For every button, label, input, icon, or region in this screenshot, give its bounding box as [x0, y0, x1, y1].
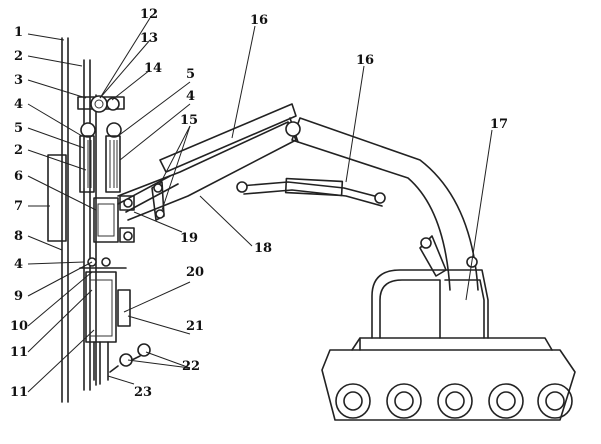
crawler-track	[321, 349, 576, 421]
label-8: 8	[14, 229, 23, 244]
lower-connector-9	[79, 257, 127, 269]
slider-block-6	[93, 197, 119, 243]
label-4: 4	[14, 97, 23, 112]
label-15: 15	[180, 113, 198, 128]
label-6: 6	[14, 169, 23, 184]
side-box-7	[47, 154, 67, 242]
track-wheel-1	[335, 383, 371, 419]
main-boom	[289, 117, 479, 291]
mast-column	[61, 37, 97, 403]
undercarriage-platform	[351, 337, 553, 351]
label-11: 11	[10, 385, 28, 400]
label-7: 7	[14, 199, 23, 214]
label-5: 5	[186, 67, 195, 82]
track-wheel-2	[386, 383, 422, 419]
label-1: 1	[14, 25, 23, 40]
label-11: 11	[10, 345, 28, 360]
part-labels: 1 2 3 4 5 2 6 7 8 4 9 10 11 11 12 13 14 …	[10, 7, 508, 400]
label-20: 20	[186, 265, 204, 280]
label-19: 19	[180, 231, 198, 246]
label-9: 9	[14, 289, 23, 304]
boom-hydraulic-cylinder	[236, 177, 386, 207]
label-21: 21	[186, 319, 204, 334]
label-17: 17	[490, 117, 508, 132]
label-16: 16	[356, 53, 374, 68]
left-cylinder-pair	[79, 135, 95, 193]
label-14: 14	[144, 61, 162, 76]
lower-cylinder-11	[85, 271, 131, 385]
track-wheel-5	[537, 383, 573, 419]
track-wheel-3	[437, 383, 473, 419]
label-4: 4	[14, 257, 23, 272]
label-3: 3	[14, 73, 23, 88]
label-23: 23	[134, 385, 152, 400]
leader-lines	[27, 17, 493, 393]
label-2: 2	[14, 143, 23, 158]
label-2: 2	[14, 49, 23, 64]
label-18: 18	[254, 241, 272, 256]
link-rods-15	[151, 181, 165, 221]
track-wheel-4	[488, 383, 524, 419]
label-13: 13	[140, 31, 158, 46]
label-22: 22	[182, 359, 200, 374]
label-16: 16	[250, 13, 268, 28]
cab-body	[371, 269, 489, 339]
top-pulley-assembly	[77, 95, 125, 138]
hinge-block-19	[119, 195, 135, 243]
lower-boom-arm	[117, 121, 297, 221]
label-12: 12	[140, 7, 158, 22]
label-10: 10	[10, 319, 28, 334]
label-4: 4	[186, 89, 195, 104]
label-5: 5	[14, 121, 23, 136]
right-cylinder-pair	[105, 135, 121, 193]
gripper-22	[109, 343, 151, 373]
